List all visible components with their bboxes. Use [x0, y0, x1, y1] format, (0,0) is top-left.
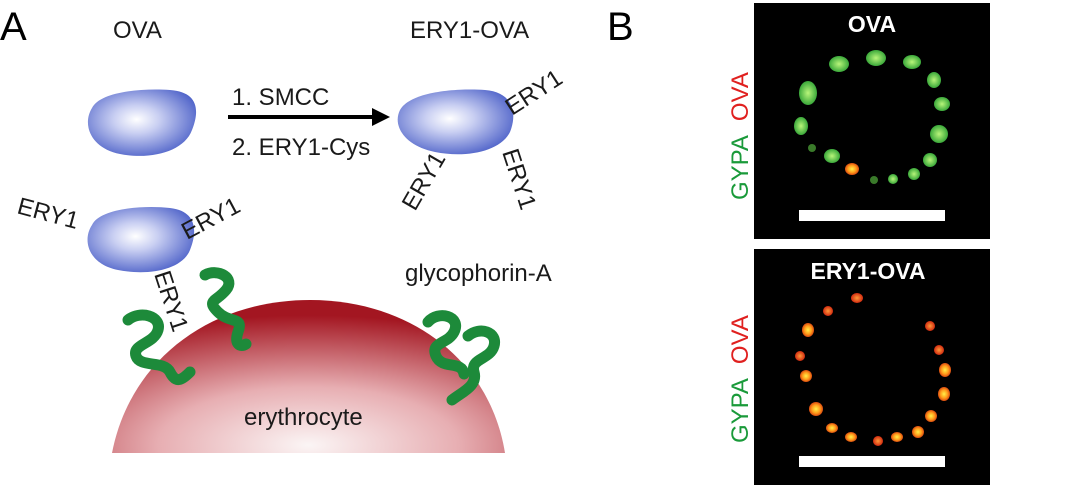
glycophorin-a-icon	[199, 267, 252, 351]
channel-labels-bottom: GYPA OVA	[727, 315, 754, 443]
ery1-ova-fluorescence-ring	[795, 293, 951, 446]
bound-ery1-ova-protein	[87, 206, 195, 273]
ery1-bound-label-right: ERY1	[177, 192, 245, 245]
glycophorin-a-icon	[422, 310, 470, 380]
ery1-bound-label-left: ERY1	[14, 193, 81, 235]
ova-protein	[87, 89, 197, 156]
micrograph-ery1-ova: ERY1-OVA	[754, 249, 990, 485]
ery1-conjugate-label-upper: ERY1	[501, 64, 568, 121]
panel-b-letter: B	[607, 5, 634, 49]
panel-b: B OVA	[607, 3, 990, 485]
ova-fluorescence-ring	[794, 50, 950, 184]
channel-gypa-label: GYPA	[727, 378, 754, 443]
micrograph-ova-title: OVA	[848, 11, 896, 37]
ery1-ova-title: ERY1-OVA	[410, 17, 529, 44]
scale-bar	[799, 210, 945, 221]
panel-a: A OVA ERY1-OVA 1. SMCC 2. ERY1-Cys ERY1 …	[0, 5, 567, 453]
micrograph-ery1-ova-title: ERY1-OVA	[810, 258, 925, 284]
ery1-ova-protein	[397, 89, 514, 155]
glycophorin-a-label: glycophorin-A	[405, 260, 552, 287]
svg-text:GYPAOVA: GYPA OVA	[727, 72, 754, 200]
glycophorin-a-icon	[122, 309, 196, 385]
ova-title: OVA	[113, 17, 162, 44]
erythrocyte-label: erythrocyte	[244, 404, 363, 431]
channel-gypa-label: GYPA	[727, 135, 754, 200]
micrograph-ova: OVA	[754, 3, 990, 239]
ery1-conjugate-label-lower-right: ERY1	[496, 146, 541, 214]
step-2-label: 2. ERY1-Cys	[232, 134, 370, 161]
step-1-label: 1. SMCC	[232, 84, 329, 111]
ery1-conjugate-label-lower-left: ERY1	[397, 148, 452, 215]
scale-bar	[799, 456, 945, 467]
channel-labels-top: GYPA OVA	[727, 72, 754, 200]
channel-ova-label: OVA	[727, 72, 754, 121]
panel-a-letter: A	[0, 5, 27, 49]
channel-ova-label: OVA	[727, 315, 754, 364]
erythrocyte-cell	[112, 300, 505, 453]
reaction-arrow	[228, 108, 390, 126]
glycophorin-a-icon	[446, 325, 500, 406]
svg-text:GYPAOVA: GYPA OVA	[727, 315, 754, 443]
